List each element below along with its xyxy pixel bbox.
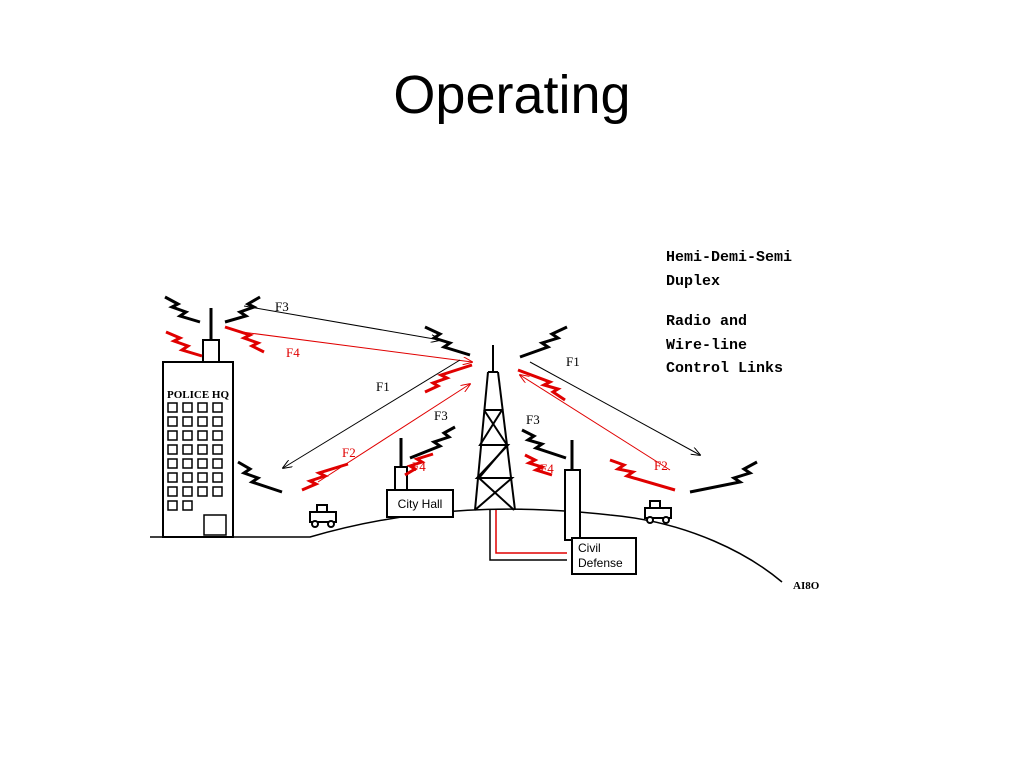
window <box>197 472 208 483</box>
window <box>182 472 193 483</box>
window <box>167 486 178 497</box>
door <box>203 514 227 536</box>
window <box>197 444 208 455</box>
window <box>212 458 223 469</box>
caption-line-3: Radio and <box>666 313 747 330</box>
label-f2-left: F2 <box>342 445 356 460</box>
label-f4-civil: F4 <box>540 461 554 476</box>
caption-line-1: Hemi-Demi-Semi <box>666 249 792 266</box>
credit-label: AI8O <box>793 580 820 592</box>
link-arrows <box>241 305 700 483</box>
window <box>212 416 223 427</box>
civil-defense-label-1: Civil <box>578 541 601 555</box>
window <box>182 416 193 427</box>
police-hq-building: POLICE HQ <box>162 308 234 538</box>
window <box>197 430 208 441</box>
label-f4-cityhall: F4 <box>412 459 426 474</box>
police-windows <box>167 402 227 536</box>
window <box>167 500 178 511</box>
civil-defense-label-2: Defense <box>578 556 623 570</box>
window <box>182 444 193 455</box>
window <box>197 458 208 469</box>
window <box>197 486 208 497</box>
caption-line-5: Control Links <box>666 360 783 377</box>
window <box>182 402 193 413</box>
wire-line-red <box>495 510 567 554</box>
window <box>197 402 208 413</box>
central-tower <box>474 345 516 511</box>
label-f1-right: F1 <box>566 354 580 369</box>
signals-red <box>165 325 676 492</box>
window <box>182 486 193 497</box>
ground-line <box>150 508 783 583</box>
window <box>212 472 223 483</box>
window <box>167 444 178 455</box>
window <box>212 486 223 497</box>
label-f1-left: F1 <box>376 379 390 394</box>
window <box>167 402 178 413</box>
city-hall-label: City Hall <box>398 497 443 511</box>
mobile-unit-left <box>309 504 337 528</box>
window <box>212 402 223 413</box>
caption-line-2: Duplex <box>666 273 720 290</box>
label-f2-right: F2 <box>654 458 668 473</box>
caption-line-4: Wire-line <box>666 337 747 354</box>
label-f3-cityhall: F3 <box>434 408 448 423</box>
window <box>167 458 178 469</box>
window <box>167 416 178 427</box>
window <box>212 430 223 441</box>
window <box>182 430 193 441</box>
window <box>167 430 178 441</box>
window <box>212 444 223 455</box>
mobile-unit-right <box>644 500 672 524</box>
civil-defense-building: Civil Defense <box>564 440 637 575</box>
window <box>197 416 208 427</box>
slide-title: Operating <box>393 65 631 125</box>
label-f4-top: F4 <box>286 345 300 360</box>
label-f3-top: F3 <box>275 299 289 314</box>
signals-black <box>164 295 758 494</box>
window <box>182 458 193 469</box>
label-f3-civil: F3 <box>526 412 540 427</box>
city-hall-building: City Hall <box>386 438 454 518</box>
window <box>182 500 193 511</box>
window <box>167 472 178 483</box>
police-hq-label: POLICE HQ <box>167 389 229 401</box>
wire-line-black <box>489 510 567 561</box>
